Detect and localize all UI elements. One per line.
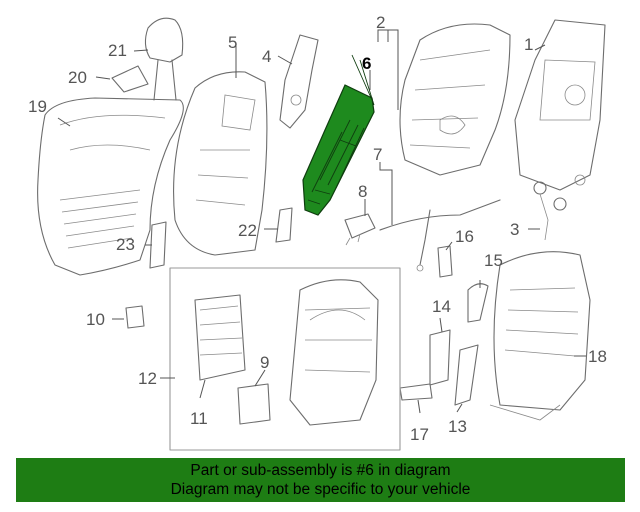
callout-17: 17 <box>410 425 429 444</box>
part-side-bolster <box>279 34 319 129</box>
callout-labels: 1 2 3 4 5 6 7 8 9 10 11 12 13 14 15 16 1… <box>28 13 607 444</box>
callout-13: 13 <box>448 417 467 436</box>
callout-8: 8 <box>358 182 367 201</box>
callout-6: 6 <box>362 54 371 73</box>
part-backrest-frame <box>514 19 606 191</box>
part-wiring-harness <box>379 199 501 272</box>
callout-9: 9 <box>260 353 269 372</box>
part-side-panel-14 <box>429 329 451 386</box>
part-trim-clip <box>111 65 149 93</box>
part-connector-3 <box>533 181 567 241</box>
callout-5: 5 <box>228 33 237 52</box>
callout-11: 11 <box>190 409 208 428</box>
banner-line-2: Diagram may not be specific to your vehi… <box>170 481 471 498</box>
callout-18: 18 <box>588 347 607 366</box>
leader-lines <box>57 29 586 414</box>
callout-12: 12 <box>138 369 157 388</box>
banner-line-1: Part or sub-assembly is #6 in diagram <box>190 462 451 479</box>
part-headrest <box>144 17 184 101</box>
callout-3: 3 <box>510 220 519 239</box>
part-clip-23 <box>149 221 167 269</box>
part-backrest-frame-assembly <box>399 23 511 176</box>
callout-14: 14 <box>432 297 451 316</box>
callout-2: 2 <box>376 13 385 32</box>
callout-23: 23 <box>116 235 135 254</box>
callout-21: 21 <box>108 41 127 60</box>
part-seat-cushion-cover <box>37 97 184 276</box>
part-switch-17 <box>399 383 433 401</box>
part-6-highlighted <box>302 54 375 216</box>
callout-16: 16 <box>455 227 474 246</box>
part-trim-15 <box>467 283 489 323</box>
callout-22: 22 <box>238 221 257 240</box>
part-clip-10 <box>125 305 145 329</box>
callout-4: 4 <box>262 47 271 66</box>
part-info-banner: Part or sub-assembly is #6 in diagram Di… <box>16 458 625 502</box>
callout-7: 7 <box>373 145 382 164</box>
callout-20: 20 <box>68 68 87 87</box>
part-rear-panel-18 <box>489 251 591 421</box>
inset-box-subassembly <box>169 267 401 451</box>
part-bracket-22 <box>275 207 293 243</box>
part-latch-16 <box>437 245 453 278</box>
callout-1: 1 <box>524 35 533 54</box>
callout-15: 15 <box>484 251 503 270</box>
part-side-panel-13 <box>454 344 479 406</box>
part-backrest-cover <box>173 71 268 256</box>
part-actuator-8 <box>344 213 376 246</box>
parts-diagram: 1 2 3 4 5 6 7 8 9 10 11 12 13 14 15 16 1… <box>28 13 607 451</box>
callout-19: 19 <box>28 97 47 116</box>
callout-10: 10 <box>86 310 105 329</box>
